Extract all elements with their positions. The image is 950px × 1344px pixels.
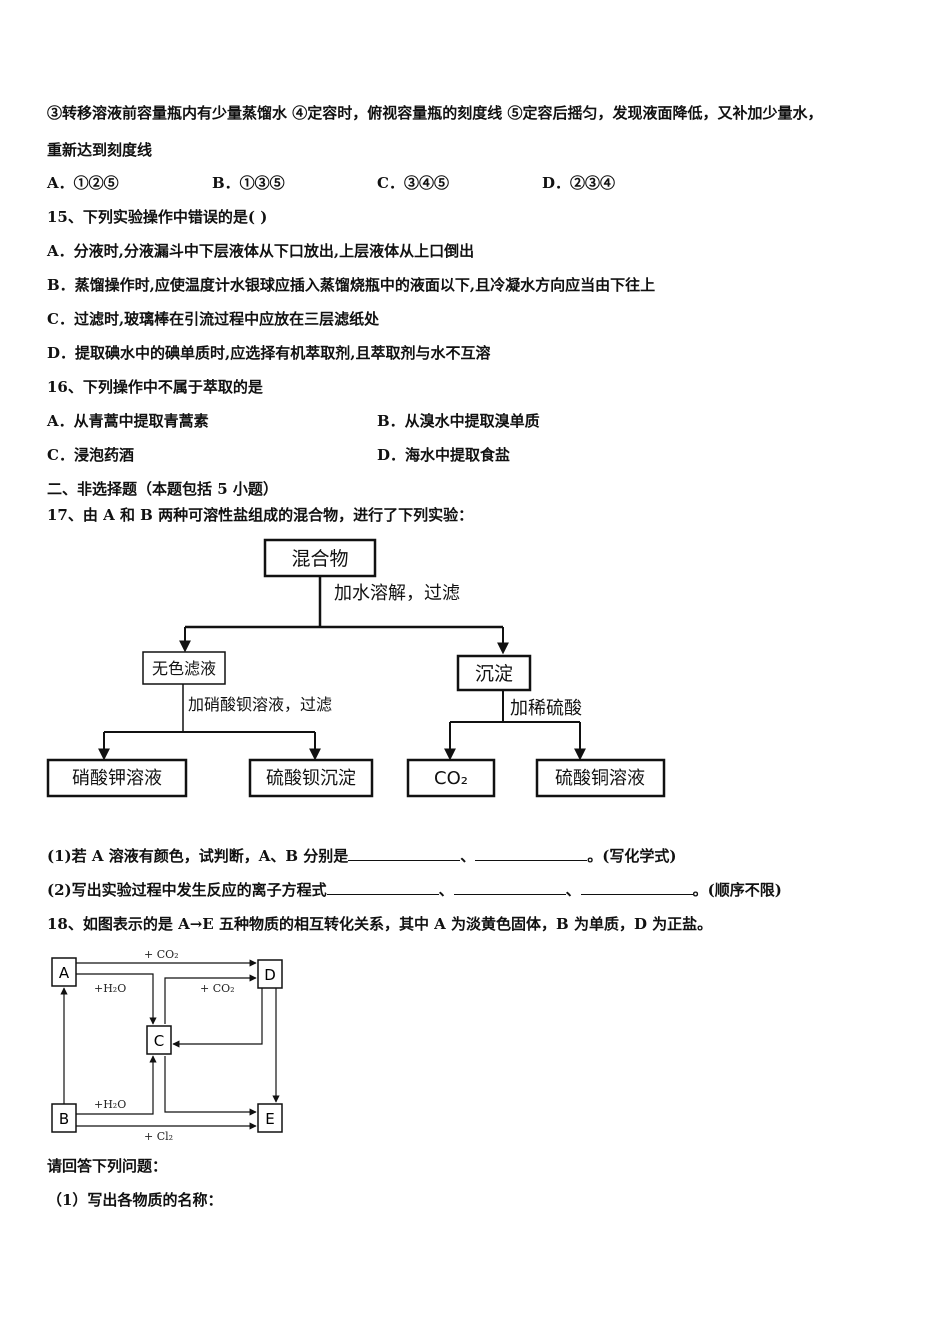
label-a-c: +H₂O (94, 982, 126, 995)
q16-option-d[interactable]: D．海水中提取食盐 (377, 446, 511, 464)
node-a (51, 957, 77, 987)
flow-box-cuso4 (535, 758, 666, 798)
flow-step-dissolve: 加水溶解，过滤 (334, 583, 460, 604)
flow-text-co2: CO₂ (434, 768, 468, 789)
q16-option-a[interactable]: A．从青蒿中提取青蒿素 (47, 412, 209, 430)
flow-text-mixture: 混合物 (291, 548, 348, 570)
node-e-label: E (265, 1110, 274, 1128)
q17-answer-blank-3[interactable] (326, 880, 439, 895)
q14-line1: ③转移溶液前容量瓶内有少量蒸馏水 ④定容时，俯视容量瓶的刻度线 ⑤定容后摇匀，发… (47, 104, 823, 122)
q17-flowchart: 混合物 加水溶解，过滤 无色滤液 加硝酸钡溶液，过滤 沉淀 加稀硫酸 硝酸钾溶液… (46, 538, 666, 798)
flow-step-bano3: 加硝酸钡溶液，过滤 (188, 695, 332, 714)
separator: 、 (460, 847, 476, 865)
q18-stem: 18、如图表示的是 A→E 五种物质的相互转化关系，其中 A 为淡黄色固体，B … (47, 915, 713, 933)
flow-text-filtrate: 无色滤液 (152, 659, 216, 678)
q18-diagram: A B C D E + CO₂ +H₂O + CO₂ +H₂O + Cl₂ (51, 948, 283, 1143)
node-a-label: A (59, 964, 70, 982)
flow-text-baso4: 硫酸钡沉淀 (266, 768, 356, 789)
label-b-c: +H₂O (94, 1098, 126, 1111)
q14-option-a[interactable]: A．①②⑤ (47, 174, 119, 192)
q17-answer-blank-4[interactable] (453, 880, 566, 895)
node-e (257, 1103, 283, 1133)
q14-option-b[interactable]: B．①③⑤ (212, 174, 285, 192)
q17-sub2-text: (2)写出实验过程中发生反应的离子方程式 (47, 881, 327, 899)
node-c (146, 1025, 172, 1055)
flow-box-kno3 (46, 758, 188, 798)
q17-sub2: (2)写出实验过程中发生反应的离子方程式 、 、 。(顺序不限) (47, 880, 782, 900)
q17-stem: 17、由 A 和 B 两种可溶性盐组成的混合物，进行了下列实验： (47, 506, 474, 524)
node-d (257, 959, 283, 989)
q17-sub2-note: 。(顺序不限) (692, 881, 782, 899)
q18-sub1: （1）写出各物质的名称： (47, 1191, 223, 1209)
separator: 、 (438, 881, 454, 899)
flow-box-filtrate (142, 651, 226, 685)
q15-option-b[interactable]: B．蒸馏操作时,应使温度计水银球应插入蒸馏烧瓶中的液面以下,且冷凝水方向应当由下… (47, 276, 656, 294)
flow-box-baso4 (248, 758, 374, 798)
node-b-label: B (59, 1110, 69, 1128)
node-d-label: D (264, 966, 276, 984)
q15-option-c[interactable]: C．过滤时,玻璃棒在引流过程中应放在三层滤纸处 (47, 310, 380, 328)
q15-stem: 15、下列实验操作中错误的是( ) (47, 208, 268, 226)
q17-answer-blank-5[interactable] (580, 880, 693, 895)
q16-option-c[interactable]: C．浸泡药酒 (47, 446, 134, 464)
q14-line2: 重新达到刻度线 (47, 141, 153, 159)
q17-sub1-note: 。(写化学式) (587, 847, 677, 865)
q17-answer-blank-2[interactable] (475, 846, 588, 861)
separator: 、 (565, 881, 581, 899)
q16-stem: 16、下列操作中不属于萃取的是 (47, 378, 263, 396)
q17-answer-blank-1[interactable] (348, 846, 461, 861)
section-heading: 二、非选择题（本题包括 5 小题） (47, 480, 278, 498)
q15-option-a[interactable]: A．分液时,分液漏斗中下层液体从下口放出,上层液体从上口倒出 (47, 242, 475, 260)
q15-option-d[interactable]: D．提取碘水中的碘单质时,应选择有机萃取剂,且萃取剂与水不互溶 (47, 344, 491, 362)
flow-box-co2 (406, 758, 496, 798)
q14-option-c[interactable]: C．③④⑤ (377, 174, 449, 192)
flow-step-h2so4: 加稀硫酸 (510, 698, 582, 719)
node-c-label: C (154, 1032, 164, 1050)
q17-sub1: (1)若 A 溶液有颜色，试判断，A、B 分别是 、 。(写化学式) (47, 846, 676, 866)
flow-box-precipitate (456, 654, 532, 692)
q17-sub1-text: (1)若 A 溶液有颜色，试判断，A、B 分别是 (47, 847, 349, 865)
q18-ask: 请回答下列问题： (47, 1157, 168, 1175)
label-c-d: + CO₂ (200, 982, 235, 995)
label-b-e: + Cl₂ (144, 1130, 173, 1143)
label-a-d: + CO₂ (144, 948, 179, 961)
flow-text-kno3: 硝酸钾溶液 (72, 768, 162, 789)
q16-option-b[interactable]: B．从溴水中提取溴单质 (377, 412, 540, 430)
q14-option-d[interactable]: D．②③④ (542, 174, 616, 192)
flow-text-cuso4: 硫酸铜溶液 (555, 768, 645, 789)
flow-text-precipitate: 沉淀 (475, 663, 513, 685)
